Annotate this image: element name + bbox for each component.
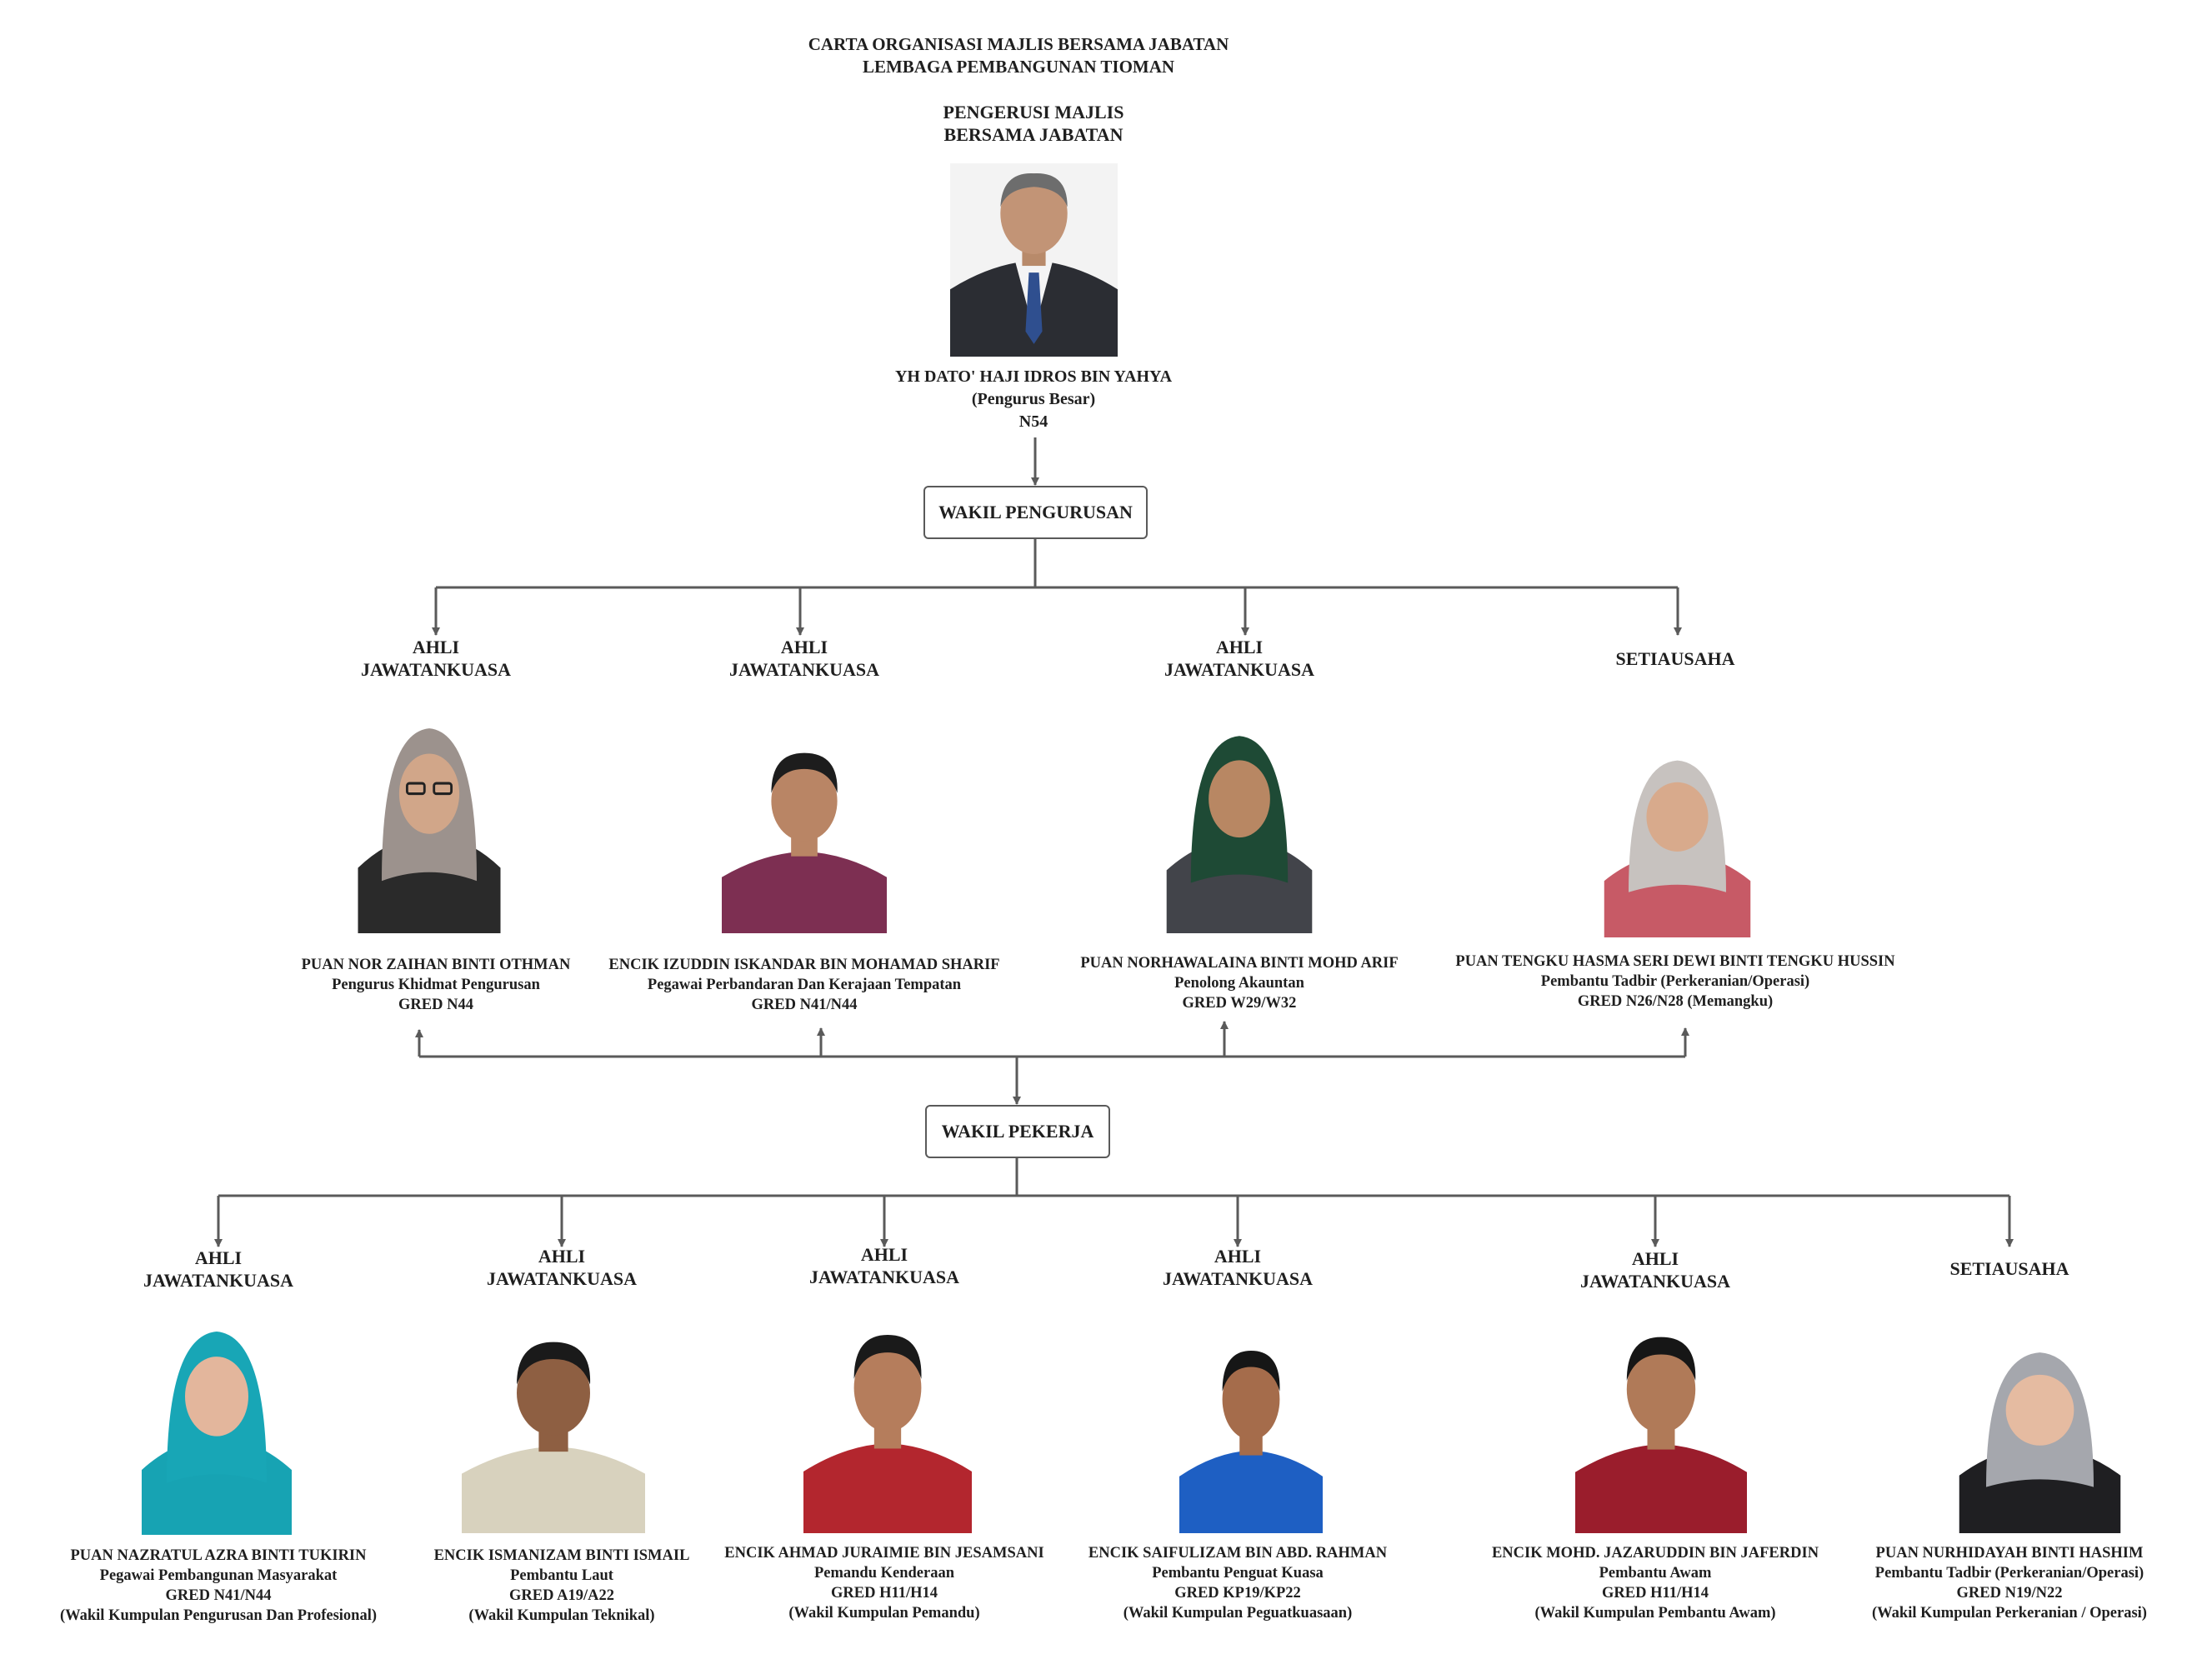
workers-member-1-role-line2: JAWATANKUASA [143,1270,294,1291]
chair-role-line2: BERSAMA JABATAN [943,124,1124,145]
workers-member-6-photo [1950,1333,2129,1533]
workers-member-3-role-line1: AHLI [860,1244,908,1265]
workers-member-5-group: (Wakil Kumpulan Pembantu Awam) [1534,1605,1776,1622]
workers-member-2-grade: GRED A19/A22 [509,1587,614,1604]
workers-member-1-role-line1: AHLI [194,1247,243,1268]
management-member-4-grade: GRED N26/N28 (Memangku) [1577,993,1774,1010]
management-rep-box: WAKIL PENGURUSAN [923,486,1148,539]
management-member-3-role-line2: JAWATANKUASA [1164,659,1315,680]
workers-member-3-photo [803,1304,972,1533]
workers-member-3-group: (Wakil Kumpulan Pemandu) [788,1605,980,1622]
workers-member-5-grade: GRED H11/H14 [1602,1585,1709,1602]
workers-member-4-role-line2: JAWATANKUASA [1162,1268,1314,1289]
management-member-4-photo [1596,742,1759,937]
workers-member-4-grade: GRED KP19/KP22 [1174,1585,1301,1602]
workers-member-3-name: ENCIK AHMAD JURAIMIE BIN JESAMSANI [724,1545,1044,1562]
workers-member-5-name: ENCIK MOHD. JAZARUDDIN BIN JAFERDIN [1491,1545,1819,1562]
chair-photo [950,163,1118,357]
chair-name: YH DATO' HAJI IDROS BIN YAHYA [894,367,1173,386]
chair-grade: N54 [1018,412,1048,431]
chart-title-line1: CARTA ORGANISASI MAJLIS BERSAMA JABATAN [808,34,1229,54]
management-member-4-name: PUAN TENGKU HASMA SERI DEWI BINTI TENGKU… [1455,953,1895,970]
management-member-4-position: Pembantu Tadbir (Perkeranian/Operasi) [1540,973,1810,990]
workers-member-6-role-line1: SETIAUSAHA [1949,1258,2069,1279]
workers-member-2-role-line1: AHLI [538,1246,586,1267]
man-maroon-shirt-portrait-icon [722,725,887,933]
chair-role-line1: PENGERUSI MAJLIS [943,102,1124,122]
management-member-2-position: Pegawai Perbandaran Dan Kerajaan Tempata… [647,977,962,993]
workers-member-6-group: (Wakil Kumpulan Perkeranian / Operasi) [1872,1605,2147,1622]
management-member-3-role-line1: AHLI [1215,637,1264,657]
management-member-4-role-line1: SETIAUSAHA [1615,648,1735,669]
management-member-1-name: PUAN NOR ZAIHAN BINTI OTHMAN [301,957,571,973]
workers-member-3-grade: GRED H11/H14 [831,1585,938,1602]
management-member-2-grade: GRED N41/N44 [751,997,858,1013]
woman-grey-hijab-portrait-icon [350,707,508,933]
woman-grey-hijab-blazer-portrait-icon [1950,1333,2129,1533]
workers-member-6-position: Pembantu Tadbir (Perkeranian/Operasi) [1874,1565,2144,1582]
workers-member-5-role-line2: JAWATANKUASA [1579,1271,1731,1292]
woman-teal-hijab-portrait-icon [133,1310,300,1535]
management-member-3-name: PUAN NORHAWALAINA BINTI MOHD ARIF [1080,955,1399,972]
management-member-1-photo [350,707,508,933]
workers-member-1-name: PUAN NAZRATUL AZRA BINTI TUKIRIN [70,1547,367,1564]
workers-member-5-photo [1575,1307,1747,1533]
workers-member-3-position: Pemandu Kenderaan [813,1565,955,1582]
management-member-3-grade: GRED W29/W32 [1182,995,1297,1012]
workers-member-1-group: (Wakil Kumpulan Pengurusan Dan Profesion… [59,1607,377,1624]
workers-member-4-role-line1: AHLI [1214,1246,1262,1267]
workers-member-4-position: Pembantu Penguat Kuasa [1152,1565,1324,1582]
workers-member-4-group: (Wakil Kumpulan Peguatkuasaan) [1123,1605,1353,1622]
management-member-1-position: Pengurus Khidmat Pengurusan [332,977,540,993]
workers-member-2-group: (Wakil Kumpulan Teknikal) [468,1607,655,1624]
management-member-3-position: Penolong Akauntan [1174,975,1304,992]
workers-member-5-position: Pembantu Awam [1599,1565,1712,1582]
management-member-1-grade: GRED N44 [398,997,473,1013]
management-member-1-role-line1: AHLI [412,637,460,657]
workers-member-1-grade: GRED N41/N44 [165,1587,272,1604]
workers-member-2-photo [462,1312,645,1533]
chair-position: (Pengurus Besar) [971,390,1096,408]
workers-member-4-photo [1179,1322,1323,1533]
management-member-2-role-line2: JAWATANKUASA [728,659,880,680]
workers-member-6-grade: GRED N19/N22 [1956,1585,2063,1602]
workers-member-2-name: ENCIK ISMANIZAM BINTI ISMAIL [433,1547,690,1564]
management-member-3-photo [1159,715,1320,933]
management-member-2-name: ENCIK IZUDDIN ISKANDAR BIN MOHAMAD SHARI… [608,957,1000,973]
workers-member-6-name: PUAN NURHIDAYAH BINTI HASHIM [1875,1545,2144,1562]
chart-title-line2: LEMBAGA PEMBANGUNAN TIOMAN [862,57,1175,77]
workers-member-5-role-line1: AHLI [1631,1248,1679,1269]
worker-rep-box: WAKIL PEKERJA [925,1105,1110,1158]
workers-member-1-position: Pegawai Pembangunan Masyarakat [99,1567,338,1584]
workers-member-3-role-line2: JAWATANKUASA [808,1267,960,1287]
man-red-shirt-portrait-icon [803,1304,972,1533]
woman-patterned-hijab-portrait-icon [1596,742,1759,937]
man-red-polo-portrait-icon [1575,1307,1747,1533]
workers-member-2-role-line2: JAWATANKUASA [486,1268,638,1289]
woman-green-hijab-portrait-icon [1159,715,1320,933]
workers-member-4-name: ENCIK SAIFULIZAM BIN ABD. RAHMAN [1088,1545,1388,1562]
man-khaki-uniform-portrait-icon [462,1312,645,1533]
man-suit-portrait-icon [950,163,1118,357]
man-blue-uniform-portrait-icon [1179,1322,1323,1533]
management-member-1-role-line2: JAWATANKUASA [360,659,512,680]
workers-member-1-photo [133,1310,300,1535]
management-member-2-role-line1: AHLI [780,637,828,657]
workers-member-2-position: Pembantu Laut [510,1567,613,1584]
management-member-2-photo [722,725,887,933]
